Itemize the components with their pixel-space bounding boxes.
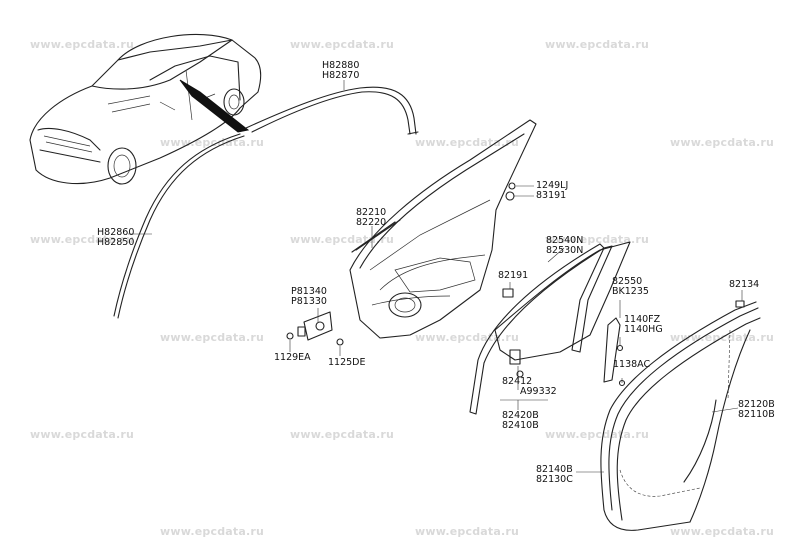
window-regulator <box>603 317 626 387</box>
roof-moulding-side <box>113 133 245 319</box>
front-door-panel <box>349 119 537 339</box>
door-glass <box>469 241 631 415</box>
watermark: www.epcdata.ru <box>415 525 520 538</box>
label-h82870: H82870 <box>322 70 360 81</box>
label-p81330: P81330 <box>291 296 327 307</box>
label-83191: 83191 <box>536 190 567 201</box>
watermark: www.epcdata.ru <box>545 428 650 441</box>
label-82210: 82210 <box>356 207 387 218</box>
label-bk1235: BK1235 <box>612 286 649 297</box>
watermark: www.epcdata.ru <box>290 38 395 51</box>
label-82191: 82191 <box>498 270 529 281</box>
label-82134: 82134 <box>729 279 760 290</box>
car-illustration <box>29 33 262 185</box>
roof-moulding-upper <box>245 80 419 135</box>
label-h82860: H82860 <box>97 227 135 238</box>
watermark: www.epcdata.ru <box>545 38 650 51</box>
label-82550: 82550 <box>612 276 643 287</box>
fasteners <box>286 311 344 346</box>
label-82140b: 82140B <box>536 464 573 475</box>
label-a99332: A99332 <box>520 386 557 397</box>
label-1140hg: 1140HG <box>624 324 663 335</box>
watermark: www.epcdata.ru <box>30 38 135 51</box>
door-weatherstrip <box>600 300 761 531</box>
watermark: www.epcdata.ru <box>415 136 520 149</box>
label-82540n: 82540N <box>546 235 584 246</box>
watermark: www.epcdata.ru <box>290 428 395 441</box>
watermark: www.epcdata.ru <box>30 428 135 441</box>
watermark: www.epcdata.ru <box>670 525 775 538</box>
watermark: www.epcdata.ru <box>30 233 135 246</box>
label-1140fz: 1140FZ <box>624 314 661 325</box>
watermark: www.epcdata.ru <box>415 331 520 344</box>
label-1138ac: 1138AC <box>613 359 651 370</box>
label-82420b: 82420B <box>502 410 539 421</box>
label-1249lj: 1249LJ <box>536 180 569 191</box>
watermark: www.epcdata.ru <box>160 525 265 538</box>
leader-lines <box>289 185 743 473</box>
watermark: www.epcdata.ru <box>545 233 650 246</box>
label-82110b: 82110B <box>738 409 775 420</box>
label-82130c: 82130C <box>536 474 573 485</box>
watermark: www.epcdata.ru <box>670 136 775 149</box>
label-h82880: H82880 <box>322 60 360 71</box>
label-h82850: H82850 <box>97 237 135 248</box>
label-82412: 82412 <box>502 376 533 387</box>
label-82120b: 82120B <box>738 399 775 410</box>
label-82220: 82220 <box>356 217 387 228</box>
label-1125de: 1125DE <box>328 357 366 368</box>
label-p81340: P81340 <box>291 286 327 297</box>
watermark: www.epcdata.ru <box>160 331 265 344</box>
label-82410b: 82410B <box>502 420 539 431</box>
label-82530n: 82530N <box>546 245 584 256</box>
label-1129ea: 1129EA <box>274 352 311 363</box>
